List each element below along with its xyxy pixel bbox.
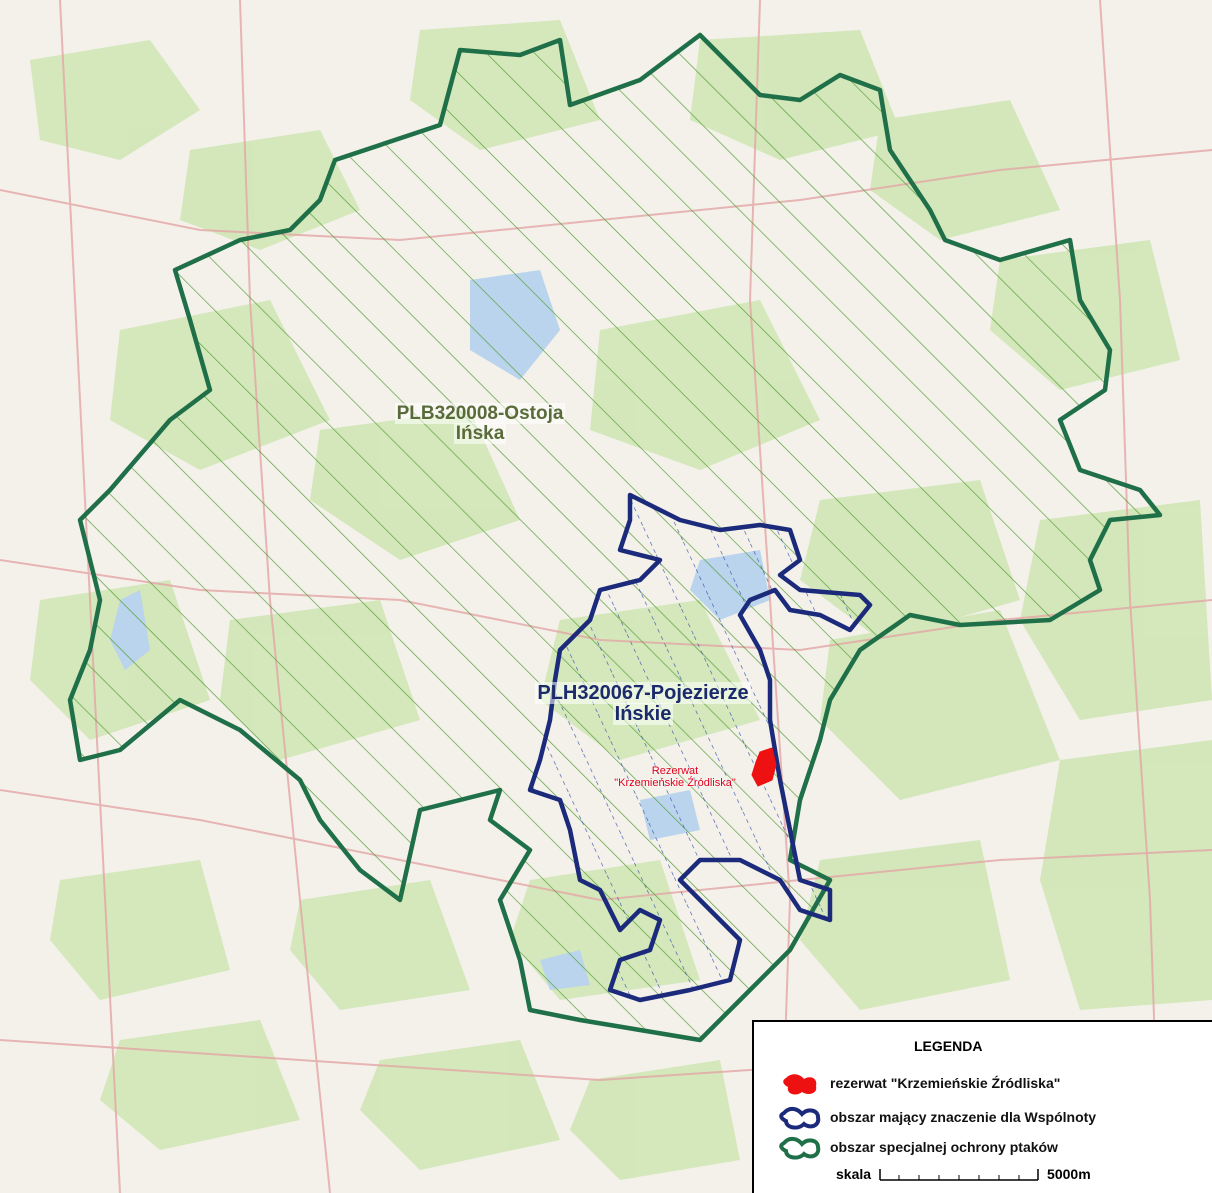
scale-bar [879, 1169, 1039, 1181]
reserve-blob-icon [783, 1074, 817, 1095]
bird-area-outline-icon [779, 1136, 821, 1160]
reserve-label-line1: Rezerwat [651, 765, 699, 777]
habitat-area-polygon [527, 492, 873, 1003]
scale-label: skala [836, 1166, 872, 1182]
bird-area-name: Ińska [453, 422, 507, 444]
legend-label-reserve: rezerwat "Krzemieńskie Źródliska" [830, 1075, 1061, 1091]
bird-area-code: PLB320008-Ostoja [394, 403, 566, 424]
legend-title: LEGENDA [914, 1038, 983, 1054]
habitat-area-name: Ińskie [612, 703, 674, 725]
bird-area-label: PLB320008-Ostoja Ińska [385, 403, 575, 444]
habitat-area-code: PLH320067-Pojezierze [535, 682, 751, 704]
legend-item-habitat: obszar mający znaczenie dla Wspólnoty [778, 1104, 1096, 1130]
scale-value: 5000m [1047, 1166, 1091, 1182]
habitat-outline-icon [779, 1106, 821, 1130]
reserve-label-line2: "Krzemieńskie Źródliska" [614, 776, 736, 789]
scale: skala 5000m [836, 1166, 1091, 1182]
legend-label-habitat: obszar mający znaczenie dla Wspólnoty [830, 1109, 1097, 1125]
reserve-label: Rezerwat "Krzemieńskie Źródliska" [585, 765, 765, 789]
habitat-area-label: PLH320067-Pojezierze Ińskie [528, 682, 758, 725]
legend-item-bird-area: obszar specjalnej ochrony ptaków [778, 1134, 1058, 1160]
legend-box: LEGENDA rezerwat "Krzemieńskie Źródliska… [752, 1020, 1212, 1193]
legend-item-reserve: rezerwat "Krzemieńskie Źródliska" [778, 1070, 1060, 1096]
reserve-polygon [751, 747, 777, 787]
legend-label-bird-area: obszar specjalnej ochrony ptaków [830, 1139, 1058, 1155]
